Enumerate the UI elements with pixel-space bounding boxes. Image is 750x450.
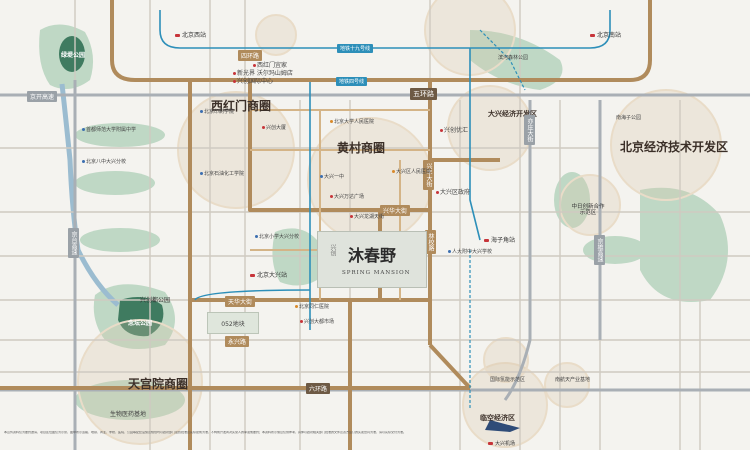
metro-dashed: [469, 29, 526, 410]
poi-dot-icon: [440, 129, 443, 132]
hospital-icon: [392, 170, 395, 173]
poi-dot-icon: [330, 195, 333, 198]
project-prefix: 兴创: [329, 244, 336, 256]
poi-tower[interactable]: 兴创大厦: [262, 126, 286, 131]
metro-line4: 地铁四号线: [336, 77, 368, 86]
poi-dot-icon: [233, 72, 236, 75]
hospital-icon: [295, 305, 298, 308]
disclaimer: 本宣传资料仅为要约邀请，项目区位图仅为示意，图中所示道路、地铁、商业、学校、医院…: [4, 431, 407, 434]
zone-tiangong: 天宫院商圈: [128, 377, 189, 391]
road-tianhua: 天华大街: [225, 296, 256, 307]
poi-dot-icon: [350, 215, 353, 218]
station-beijing-west[interactable]: 北京西站: [175, 30, 206, 39]
poi-hospital-3[interactable]: 北京同仁医院: [295, 305, 329, 310]
station-beijing-south[interactable]: 北京南站: [590, 30, 621, 39]
poi-youhui[interactable]: 兴创优汇: [440, 128, 468, 134]
poi-hospital-2[interactable]: 大兴区人民医院: [392, 170, 431, 175]
zone-jingkai: 北京经济技术开发区: [620, 140, 729, 154]
poi-dot-icon: [262, 126, 265, 129]
road-jinghu: 京台高速: [68, 228, 79, 258]
poi-school-5[interactable]: 大兴一中: [320, 175, 344, 180]
road-yongxing: 永兴路: [225, 336, 250, 347]
green-areas: [39, 24, 728, 420]
poi-school-2[interactable]: 北京石油化工学院: [200, 172, 244, 177]
poi-hospital-1[interactable]: 北京大学人民医院: [330, 120, 374, 125]
school-icon: [320, 175, 323, 178]
road-linxin: 林校路: [425, 230, 436, 254]
park-aerospace: 南航天产业基地: [555, 377, 591, 383]
poi-dot-icon: [253, 64, 256, 67]
road-west-ring: 四环路: [238, 50, 263, 61]
school-icon: [200, 172, 203, 175]
poi-school-1[interactable]: 北京印刷学院: [200, 110, 234, 115]
project-name: 沐春野: [348, 246, 397, 265]
poi-school-3[interactable]: 首都师范大学附属中学: [82, 128, 136, 133]
school-icon: [200, 110, 203, 113]
park-hydrogen: 国际氢能示范区: [490, 377, 526, 383]
poi-dot-icon: [233, 80, 236, 83]
poi-mall-1[interactable]: 大兴万达广场: [330, 195, 364, 200]
school-icon: [448, 250, 451, 253]
station-airport[interactable]: 大兴机场: [488, 440, 515, 447]
park-nanhaizi: 南海子公园: [616, 115, 642, 121]
school-icon: [82, 128, 85, 131]
road-yizhuang: 亦庄大街: [524, 115, 535, 145]
major-roads: [0, 0, 652, 450]
metro-line19: 地铁十九号线: [337, 44, 374, 53]
zone-yizhuang: 大兴经济开发区: [488, 110, 537, 118]
road-ring6: 六环路: [306, 383, 331, 394]
poi-dot-icon: [436, 191, 439, 194]
park-zhongri: 中日创新合作示范区: [571, 204, 605, 216]
park-xingchuang: 兴创都公园: [140, 297, 171, 304]
park-niantan: 念坛公园: [128, 320, 153, 327]
poi-school-6[interactable]: 北京小学大兴分校: [255, 235, 299, 240]
zone-huangcun: 黄村商圈: [337, 141, 386, 155]
poi-school-7[interactable]: 人大附中大兴学校: [448, 250, 492, 255]
road-jingxiong: 京雄高速: [594, 235, 605, 265]
project-english: SPRING MANSION: [342, 270, 411, 276]
park-binhe: 滨河森林公园: [498, 55, 529, 61]
poi-dot-icon: [300, 320, 303, 323]
school-icon: [82, 160, 85, 163]
poi-school-4[interactable]: 北京八中大兴分校: [82, 160, 126, 165]
park-lvdi: 绿堤公园: [61, 52, 86, 59]
park-biomed: 生物医药基地: [110, 411, 147, 418]
poi-mall-3[interactable]: 兴创大都市场: [300, 320, 334, 325]
station-daxing[interactable]: 北京大兴站: [250, 270, 287, 279]
road-xinglian: 兴华大街: [380, 205, 411, 216]
airport-icon: [485, 420, 520, 432]
river: [59, 83, 120, 307]
poi-ikea[interactable]: 西红门宜家: [253, 63, 287, 69]
road-ring5: 五环路: [410, 88, 437, 100]
school-icon: [255, 235, 258, 238]
hospital-icon: [330, 120, 333, 123]
poi-walmart[interactable]: 新光界 沃尔玛山姆店: [233, 71, 293, 77]
poi-intl-center[interactable]: 兴创国际中心: [233, 79, 273, 85]
land-052[interactable]: 052地块: [207, 312, 259, 334]
road-xinghua: 兴丰大街: [423, 160, 434, 190]
zone-linkong: 临空经济区: [480, 414, 515, 422]
dark-parks: [59, 36, 164, 337]
project-marker[interactable]: 兴创 沐春野 SPRING MANSION: [317, 231, 427, 288]
poi-gov[interactable]: 大兴区政府: [436, 190, 470, 196]
station-haizi[interactable]: 海子角站: [484, 235, 515, 244]
poi-mall-2[interactable]: 大兴龙湖天街: [350, 215, 384, 220]
zone-xizhimen: 西红门商圈: [211, 99, 272, 113]
road-jingkai: 京开高速: [27, 91, 58, 102]
